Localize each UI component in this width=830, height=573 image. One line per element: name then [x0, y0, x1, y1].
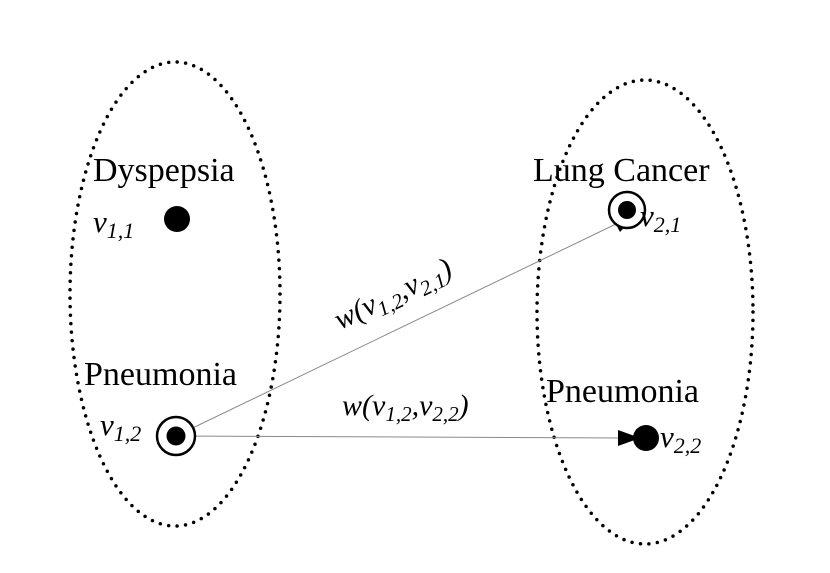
node-v22-dot[interactable]	[633, 425, 659, 451]
node-v21-dot	[618, 201, 636, 219]
var-v11-sub: 1,1	[107, 218, 135, 243]
var-v11-letter: v	[93, 204, 107, 239]
arrowhead-v22	[618, 430, 640, 446]
var-v21-letter: v	[640, 198, 654, 233]
var-v22: v2,2	[660, 419, 701, 458]
edge2-v1: v	[372, 389, 386, 422]
label-lung-cancer: Lung Cancer	[533, 152, 710, 189]
right-group-ellipse	[535, 78, 755, 546]
edge-label-v12-v22: w(v1,2,v2,2)	[342, 389, 469, 426]
node-v11-dot[interactable]	[164, 206, 190, 232]
var-v21: v2,1	[640, 198, 681, 237]
edge-v12-v22	[175, 435, 626, 439]
edge2-comma: ,	[412, 389, 420, 422]
edge2-s2: 2,2	[432, 402, 459, 426]
var-v22-sub: 2,2	[674, 433, 702, 458]
edge-label-v12-v21: w(v1,2,v2,1)	[329, 252, 459, 340]
edge2-v2: v	[419, 389, 433, 422]
label-pneumonia-right: Pneumonia	[546, 373, 699, 410]
node-v12-dot	[166, 426, 186, 446]
var-v12: v1,2	[100, 407, 141, 446]
label-pneumonia-left: Pneumonia	[84, 356, 237, 393]
label-dyspepsia: Dyspepsia	[93, 152, 235, 189]
var-v22-letter: v	[660, 419, 674, 454]
edge-v12-v21	[175, 223, 617, 437]
var-v21-sub: 2,1	[654, 212, 682, 237]
edge2-s1: 1,2	[385, 402, 412, 426]
var-v12-sub: 1,2	[114, 421, 142, 446]
var-v12-letter: v	[100, 407, 114, 442]
edge2-close: )	[457, 389, 469, 422]
var-v11: v1,1	[93, 204, 134, 243]
left-group-ellipse	[68, 60, 282, 528]
edge2-w: w(	[342, 389, 374, 422]
